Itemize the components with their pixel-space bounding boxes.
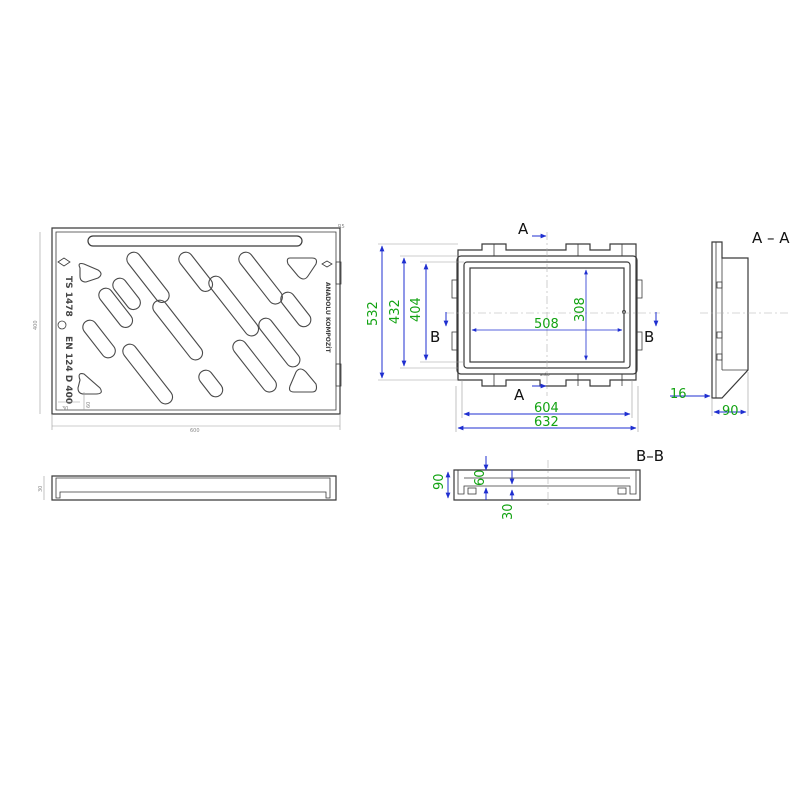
frame-mid-height-dim: 432 (388, 299, 403, 324)
grate-height-dim: 400 (33, 320, 39, 330)
grate-side-height-dim: 30 (38, 486, 44, 492)
frame-inner-height-dim: 404 (409, 297, 424, 322)
frame-stamp: anko (540, 372, 550, 377)
diamond-logo-right-icon (321, 260, 333, 268)
diamond-logo-icon (57, 257, 71, 267)
emboss-standard: TS 1478 (63, 276, 73, 317)
section-a-a: A – A 16 90 (670, 229, 790, 419)
section-aa-depth-dim: 90 (722, 404, 739, 419)
section-bb-lip-dim: 30 (501, 503, 516, 520)
grate-slots (77, 251, 318, 405)
emboss-class: EN 124 D 400 (63, 336, 73, 404)
section-aa-flange-dim: 16 (670, 387, 687, 402)
section-bb-height-dim: 90 (432, 473, 447, 490)
grate-top-view: TS 1478 EN 124 D 400 ANADOLU KOMPOZİT 60… (33, 224, 345, 434)
grate-corner-dim: R5 (338, 224, 345, 230)
logo-icon (57, 320, 67, 330)
section-marker-a-top: A (518, 220, 529, 238)
section-marker-b-left: B (430, 328, 440, 346)
frame-top-view: anko A A B B 508 308 532 432 404 (366, 220, 660, 432)
handle-slot (87, 235, 303, 247)
grate-side-view: 30 (38, 475, 337, 501)
frame-clear-width-dim: 508 (534, 317, 559, 332)
section-marker-b-right: B (644, 328, 654, 346)
grate-small-b-dim: 60 (86, 402, 92, 408)
frame-outer-height-dim: 532 (366, 301, 381, 326)
frame-outer-width-dim: 632 (534, 415, 559, 430)
grate-small-a-dim: 30 (62, 406, 68, 412)
section-b-b: B–B 90 60 30 (432, 447, 664, 520)
frame-clear-height-dim: 308 (573, 297, 588, 322)
section-aa-title: A – A (752, 229, 790, 247)
grate-width-dim: 600 (190, 428, 200, 434)
section-marker-a-bottom: A (514, 386, 525, 404)
emboss-brand: ANADOLU KOMPOZİT (324, 282, 331, 353)
frame-inner-width-dim: 604 (534, 401, 559, 416)
section-bb-inner-dim: 60 (473, 469, 488, 486)
section-bb-title: B–B (636, 447, 664, 465)
